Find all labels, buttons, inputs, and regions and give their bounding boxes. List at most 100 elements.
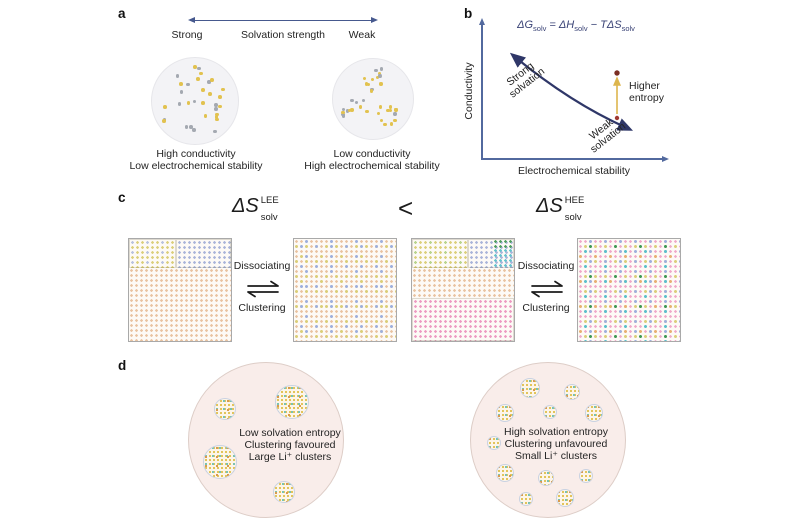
ion-dot <box>354 100 358 105</box>
gibbs-equation: ΔGsolv = ΔHsolv − TΔSsolv <box>517 19 635 33</box>
ion-dot <box>342 114 346 118</box>
region-orange <box>412 267 514 299</box>
ion-dot <box>200 101 205 105</box>
ion-dot <box>394 107 398 112</box>
ion-dot <box>175 74 180 78</box>
panel-label-d: d <box>118 358 127 373</box>
eq-dh: ΔH <box>558 19 575 31</box>
li-cluster <box>273 481 295 503</box>
clustering-label-right: Clustering <box>522 302 570 314</box>
region-orange <box>129 267 231 341</box>
ion-dot <box>179 90 184 94</box>
high-entropy-line3: Small Li⁺ clusters <box>515 450 597 462</box>
entropy-hee-term: ΔS HEE solv <box>536 195 584 222</box>
panel-label-c: c <box>118 190 126 205</box>
ion-dot <box>390 122 394 126</box>
ion-dot <box>186 100 191 105</box>
ion-dot <box>341 107 345 112</box>
ion-dot <box>383 122 387 126</box>
ion-dot <box>379 118 384 122</box>
ion-dot <box>177 101 182 106</box>
clustering-label-left: Clustering <box>238 302 286 314</box>
low-entropy-line2: Clustering favoured <box>244 439 336 451</box>
eq-minus: − <box>587 19 601 31</box>
ion-dot <box>345 109 350 113</box>
li-cluster <box>496 464 514 482</box>
ion-dot <box>350 108 354 112</box>
entropy-lee-scripts: LEE solv <box>261 195 279 222</box>
scale-strong-label: Strong <box>171 29 203 41</box>
li-cluster <box>275 385 309 419</box>
arrowhead-right-icon <box>371 17 378 23</box>
li-cluster <box>538 470 554 486</box>
li-cluster <box>543 405 557 419</box>
li-cluster <box>564 384 580 400</box>
ion-dot <box>186 82 190 87</box>
ion-dot <box>188 125 193 130</box>
panel-label-b: b <box>464 6 473 21</box>
li-cluster <box>203 445 237 479</box>
equilibrium-arrows-icon <box>531 280 563 298</box>
ion-dot <box>379 82 383 86</box>
region-yellow <box>129 239 176 268</box>
ion-dot <box>218 95 222 99</box>
tradeoff-curve-plot <box>509 52 634 131</box>
ion-dot <box>163 105 167 109</box>
region-pink <box>412 298 514 341</box>
ion-dot <box>358 105 363 109</box>
ion-dot <box>184 125 189 129</box>
ion-dot <box>215 117 219 122</box>
ion-dot <box>388 105 393 109</box>
ion-dot <box>213 129 217 134</box>
caption-strong-line1: High conductivity <box>156 148 236 160</box>
ion-dot <box>378 105 383 109</box>
eq-dg-sub: solv <box>533 24 547 34</box>
region-blue <box>175 239 231 268</box>
li-cluster <box>556 489 574 507</box>
ion-dot <box>215 112 219 117</box>
ion-dot <box>214 115 219 119</box>
dissociating-label-left: Dissociating <box>233 260 291 272</box>
eq-tds-sub: solv <box>621 24 635 34</box>
ion-dot <box>366 83 371 87</box>
ion-dot <box>379 67 383 71</box>
eq-tds: TΔS <box>600 19 622 31</box>
ion-dot <box>196 77 200 81</box>
entropy-hee-base: ΔS <box>536 195 563 217</box>
panel-label-a: a <box>118 6 126 21</box>
lattice-hee-dissociated <box>577 238 681 342</box>
ion-dot <box>386 108 390 113</box>
eq-dg: ΔG <box>517 19 534 31</box>
li-cluster <box>496 404 514 422</box>
ion-dot <box>341 110 345 115</box>
high-entropy-line2: Clustering unfavoured <box>504 438 608 450</box>
arrow-line <box>195 19 371 22</box>
region-green <box>492 239 514 249</box>
ion-dot <box>376 111 381 116</box>
ion-dot <box>179 82 183 86</box>
ion-dot <box>393 112 397 116</box>
li-cluster <box>579 469 593 483</box>
caption-strong-line2: Low electrochemical stability <box>129 160 263 172</box>
entropy-dot-high <box>614 70 620 76</box>
ion-dot <box>209 78 214 82</box>
entropy-lee-term: ΔS LEE solv <box>232 195 279 222</box>
eq-dh-sub: solv <box>574 24 588 34</box>
ion-dot <box>370 77 375 82</box>
ion-dot <box>201 88 205 93</box>
solution-circle-weak <box>332 58 414 140</box>
dissociating-label-right: Dissociating <box>517 260 575 272</box>
ion-dot <box>362 76 367 81</box>
ion-dot <box>193 65 197 69</box>
ion-dot <box>369 89 374 93</box>
low-entropy-line1: Low solvation entropy <box>239 427 341 439</box>
ion-dot <box>199 71 203 76</box>
y-axis <box>481 24 483 159</box>
li-cluster <box>520 378 540 398</box>
ion-dot <box>214 102 218 107</box>
lattice-lee-clustered <box>128 238 232 342</box>
ion-dot <box>375 76 379 80</box>
entropy-hee-scripts: HEE solv <box>565 195 585 222</box>
solution-circle-strong <box>151 57 239 145</box>
